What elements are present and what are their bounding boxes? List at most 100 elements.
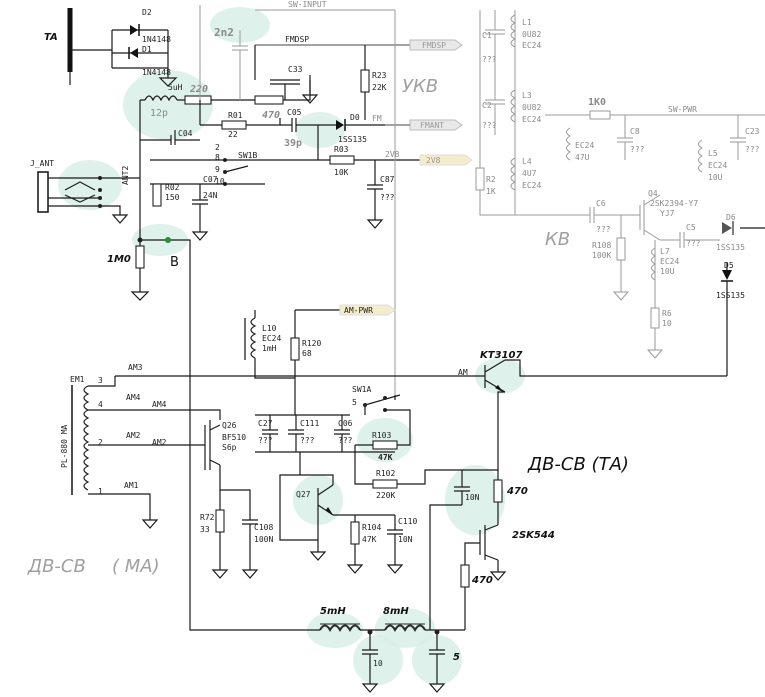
sw1b-switch: SW1B 2 8 9 10 xyxy=(215,143,265,186)
svg-text:10: 10 xyxy=(215,177,225,186)
svg-text:EC24: EC24 xyxy=(522,41,541,50)
svg-text:L10: L10 xyxy=(262,324,277,333)
svg-text:C108: C108 xyxy=(254,523,273,532)
c108-cap: C108 100N xyxy=(241,519,273,579)
r108-resistor: R108 100K xyxy=(592,215,630,301)
c111-cap: C111 ??? xyxy=(288,415,319,452)
svg-text:10U: 10U xyxy=(660,267,675,276)
ground-symbol xyxy=(158,68,178,87)
kt3107-transistor: KT3107 xyxy=(470,350,727,470)
svg-text:2SK544: 2SK544 xyxy=(512,530,555,541)
svg-text:R102: R102 xyxy=(376,469,395,478)
svg-text:AM4: AM4 xyxy=(126,393,141,402)
svg-text:C07: C07 xyxy=(203,175,218,184)
c6-cap: C6 ??? xyxy=(545,199,640,234)
svg-text:0U82: 0U82 xyxy=(522,30,541,39)
svg-text:39p: 39p xyxy=(284,138,302,149)
highlight-blobs xyxy=(58,7,525,685)
svg-text:C6: C6 xyxy=(596,199,606,208)
svg-text:B: B xyxy=(170,255,179,270)
ta-label: TA xyxy=(44,32,58,43)
r03-resistor: R03 10K xyxy=(329,145,355,177)
am3-tap: 3 AM3 xyxy=(88,363,143,387)
svg-text:3: 3 xyxy=(98,376,103,385)
svg-text:BF510: BF510 xyxy=(222,433,246,442)
c1-cap: C1 ??? xyxy=(482,10,505,64)
svg-text:4U7: 4U7 xyxy=(522,169,537,178)
svg-text:R108: R108 xyxy=(592,241,611,250)
c8-cap: C8 ??? xyxy=(617,115,645,160)
svg-text:SW1B: SW1B xyxy=(238,151,257,160)
svg-text:C23: C23 xyxy=(745,127,760,136)
svg-text:AM2: AM2 xyxy=(126,431,141,440)
c04-cap: C04 xyxy=(170,129,200,145)
svg-text:Q27: Q27 xyxy=(296,490,311,499)
svg-text:EC24: EC24 xyxy=(522,181,541,190)
svg-text:2SK2394-Y7: 2SK2394-Y7 xyxy=(650,199,698,208)
c33-cap: C33 xyxy=(254,45,303,100)
ma-label: ( MA) xyxy=(112,556,160,577)
q27-transistor: Q27 xyxy=(279,474,395,561)
svg-text:D5: D5 xyxy=(724,261,734,270)
q4-fet: Q4 2SK2394-Y7 YJ7 xyxy=(639,189,698,241)
svg-text:2: 2 xyxy=(98,438,103,447)
j-ant-jack: J_ANT xyxy=(30,159,140,224)
c06-cap: C06 ??? xyxy=(334,415,353,452)
svg-text:470: 470 xyxy=(262,110,280,121)
em1-transformer: EM1 PL-880 MA xyxy=(60,375,90,495)
svg-text:C2: C2 xyxy=(482,101,492,110)
svg-text:L3: L3 xyxy=(522,91,532,100)
svg-text:???: ??? xyxy=(338,436,353,445)
svg-text:1SS135: 1SS135 xyxy=(716,291,745,300)
svg-text:10: 10 xyxy=(662,319,672,328)
svg-text:C33: C33 xyxy=(288,65,303,74)
sw1a-switch: SW1A 5 xyxy=(352,385,411,440)
svg-text:10: 10 xyxy=(373,659,383,668)
v2v8-port: 2V8 xyxy=(419,154,473,166)
svg-text:EC24: EC24 xyxy=(575,141,594,150)
svg-text:D2: D2 xyxy=(142,8,152,17)
svg-text:S6p: S6p xyxy=(222,443,237,452)
svg-text:4: 4 xyxy=(98,400,103,409)
svg-text:5mH: 5mH xyxy=(320,606,346,617)
svg-text:1SS135: 1SS135 xyxy=(338,135,367,144)
svg-text:???: ??? xyxy=(745,145,760,154)
svg-text:470: 470 xyxy=(471,575,493,586)
c27-cap: C27 ??? xyxy=(258,415,278,452)
svg-text:9: 9 xyxy=(215,165,220,174)
kv-band-label: КВ xyxy=(545,229,570,250)
svg-text:150: 150 xyxy=(165,193,180,202)
svg-text:YJ7: YJ7 xyxy=(660,209,675,218)
svg-text:???: ??? xyxy=(630,145,645,154)
cap-5: 5 xyxy=(428,632,460,693)
svg-text:PL-880 MA: PL-880 MA xyxy=(60,424,69,468)
svg-text:R6: R6 xyxy=(662,309,672,318)
svg-text:R03: R03 xyxy=(334,145,349,154)
svg-text:33: 33 xyxy=(200,525,210,534)
svg-text:R02: R02 xyxy=(165,183,180,192)
l1-coil: L1 0U82 EC24 xyxy=(510,14,541,50)
svg-text:EC24: EC24 xyxy=(522,115,541,124)
resistor-470a: 470 xyxy=(254,95,284,121)
svg-text:2: 2 xyxy=(215,143,220,152)
r23-resistor: R23 22K xyxy=(360,69,387,93)
svg-text:SW1A: SW1A xyxy=(352,385,371,394)
svg-text:5: 5 xyxy=(453,652,460,663)
svg-text:FMANT: FMANT xyxy=(420,121,444,130)
svg-text:AM2: AM2 xyxy=(152,438,167,447)
svg-text:D0: D0 xyxy=(350,113,360,122)
svg-text:220: 220 xyxy=(189,84,208,95)
coil-5mh: 5mH xyxy=(319,606,361,633)
dv-sv-ma-label: ДВ-СВ xyxy=(27,556,86,577)
svg-text:2V8: 2V8 xyxy=(426,156,441,165)
svg-text:220K: 220K xyxy=(376,491,395,500)
c110-cap: C110 10N xyxy=(386,515,417,574)
svg-text:470: 470 xyxy=(506,486,528,497)
svg-text:8: 8 xyxy=(215,153,220,162)
svg-text:5uH: 5uH xyxy=(168,83,183,92)
svg-text:EC24: EC24 xyxy=(708,161,727,170)
r72-resistor: R72 33 xyxy=(200,490,229,579)
svg-text:R120: R120 xyxy=(302,339,321,348)
r2-resistor: R2 1K xyxy=(475,167,496,196)
